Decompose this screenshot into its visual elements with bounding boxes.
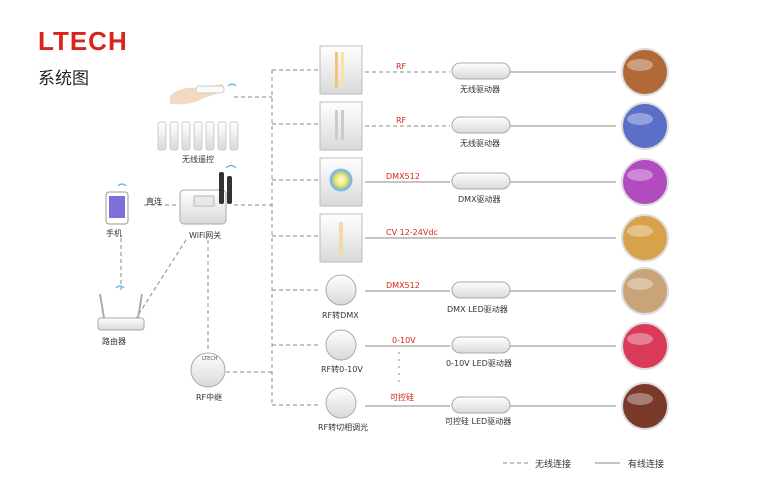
phone-icon xyxy=(105,183,129,225)
row3-protocol: DMX512 xyxy=(386,172,420,181)
scene-circle-7 xyxy=(621,382,669,430)
driver-icons xyxy=(451,62,511,414)
phone-label: 手机 xyxy=(106,229,122,238)
remote-icon xyxy=(170,83,237,105)
row6-panel: RF转0-10V xyxy=(321,365,363,374)
wall-panel-icons xyxy=(319,45,363,263)
scene-circle-1 xyxy=(621,48,669,96)
svg-text:LTECH: LTECH xyxy=(202,356,218,362)
rf-repeater-icon: LTECH xyxy=(190,352,226,388)
row6-protocol: 0-10V xyxy=(392,336,416,345)
row2-driver: 无线驱动器 xyxy=(460,139,500,148)
gateway-label: WiFi网关 xyxy=(189,231,222,240)
wireless-bus xyxy=(120,69,450,406)
scene-circle-2 xyxy=(621,102,669,150)
scene-circle-5 xyxy=(621,267,669,315)
page-title: 系统图 xyxy=(38,69,89,89)
scene-circle-6 xyxy=(621,322,669,370)
row2-protocol: RF xyxy=(396,116,407,125)
row1-protocol: RF xyxy=(396,62,407,71)
row6-driver: 0-10V LED驱动器 xyxy=(446,359,512,368)
row3-driver: DMX驱动器 xyxy=(458,195,501,204)
scene-circle-3 xyxy=(621,158,669,206)
scene-highlight-2 xyxy=(627,113,653,125)
router-label: 路由器 xyxy=(102,337,126,346)
ltech-logo: LTECH xyxy=(38,26,128,56)
direct-connect-label: 直连 xyxy=(146,197,162,206)
remote-group-icon xyxy=(157,121,239,151)
scene-circle-4 xyxy=(621,214,669,262)
remote-label: 无线遥控 xyxy=(182,155,214,164)
scene-highlight-1 xyxy=(627,59,653,71)
row4-protocol: CV 12-24Vdc xyxy=(386,228,438,237)
scene-highlight-7 xyxy=(627,393,653,405)
wired-lines xyxy=(365,71,616,407)
scene-highlight-4 xyxy=(627,225,653,237)
row1-driver: 无线驱动器 xyxy=(460,85,500,94)
router-icon xyxy=(97,285,145,331)
rf-converter-icons xyxy=(325,274,357,419)
legend-wired: 有线连接 xyxy=(628,460,665,470)
wifi-gateway-icon xyxy=(179,165,237,225)
row7-panel: RF转切相调光 xyxy=(318,423,369,432)
row7-driver: 可控硅 LED驱动器 xyxy=(445,417,512,426)
repeater-label: RF中继 xyxy=(196,393,223,402)
legend-wireless: 无线连接 xyxy=(535,460,572,470)
row5-protocol: DMX512 xyxy=(386,281,420,290)
scene-circles xyxy=(621,48,669,430)
row5-panel: RF转DMX xyxy=(322,311,359,320)
scene-highlight-5 xyxy=(627,278,653,290)
row7-protocol: 可控硅 xyxy=(390,393,414,402)
scene-highlight-6 xyxy=(627,333,653,345)
row5-driver: DMX LED驱动器 xyxy=(447,305,508,314)
scene-highlight-3 xyxy=(627,169,653,181)
